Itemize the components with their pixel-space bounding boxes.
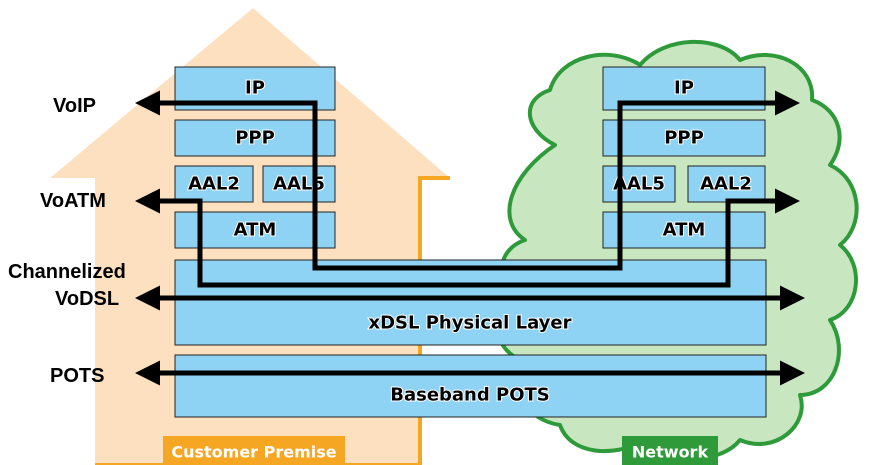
vodsl-label: VoDSL xyxy=(55,288,119,310)
signal-paths xyxy=(135,90,805,386)
left-ppp-box xyxy=(174,119,336,157)
xdsl-layer-label: xDSL Physical Layer xyxy=(368,313,571,334)
right-atm-box xyxy=(602,211,766,249)
voatm-path xyxy=(135,188,800,288)
customer-premise-badge xyxy=(163,436,345,465)
right-atm-label: ATM xyxy=(663,220,706,241)
pots-layer-label: Baseband POTS xyxy=(390,385,550,406)
right-aal2-label: AAL2 xyxy=(700,174,752,195)
pots-side-label: POTS xyxy=(50,365,104,387)
voip-path xyxy=(135,90,800,271)
left-atm-label: ATM xyxy=(234,220,277,241)
left-ppp-label: PPP xyxy=(235,128,275,149)
voip-label: VoIP xyxy=(53,95,96,117)
footer-badges: Customer Premise Network xyxy=(163,436,718,465)
network-label: Network xyxy=(632,443,709,462)
right-ip-label: IP xyxy=(674,78,694,99)
side-labels: VoIP VoATM Channelized VoDSL POTS xyxy=(8,95,126,387)
house-outline xyxy=(95,176,450,465)
network-badge xyxy=(622,436,718,465)
voatm-label: VoATM xyxy=(40,190,106,212)
right-ppp-label: PPP xyxy=(664,128,704,149)
customer-premise-label: Customer Premise xyxy=(171,443,336,462)
channelized-label: Channelized xyxy=(8,261,126,283)
left-ip-label: IP xyxy=(245,78,265,99)
right-ppp-box xyxy=(602,119,766,157)
left-aal2-label: AAL2 xyxy=(188,174,240,195)
